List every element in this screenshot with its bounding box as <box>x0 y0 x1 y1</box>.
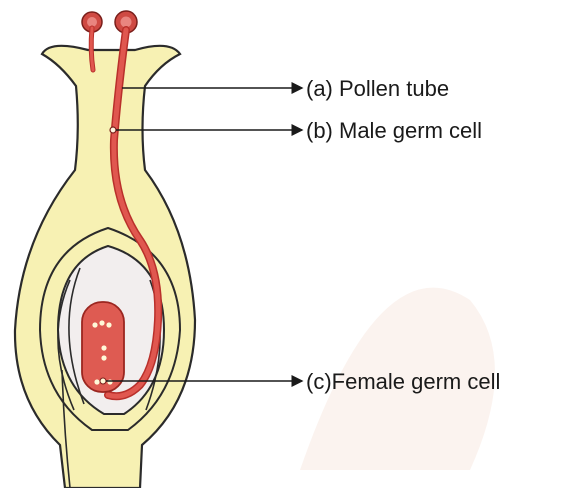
nucleus-5 <box>101 355 106 360</box>
label-pollen-tube: (a) Pollen tube <box>306 76 449 101</box>
label-male-germ-cell: (b) Male germ cell <box>306 118 482 143</box>
nucleus-2 <box>99 320 104 325</box>
label-female-germ-cell: (c)Female germ cell <box>306 369 500 394</box>
nucleus-1 <box>92 322 97 327</box>
synergid-2 <box>107 379 112 384</box>
nucleus-4 <box>101 345 106 350</box>
female-germ-cell <box>100 378 106 384</box>
male-germ-cell <box>110 127 116 133</box>
synergid-1 <box>94 379 99 384</box>
nucleus-3 <box>106 322 111 327</box>
